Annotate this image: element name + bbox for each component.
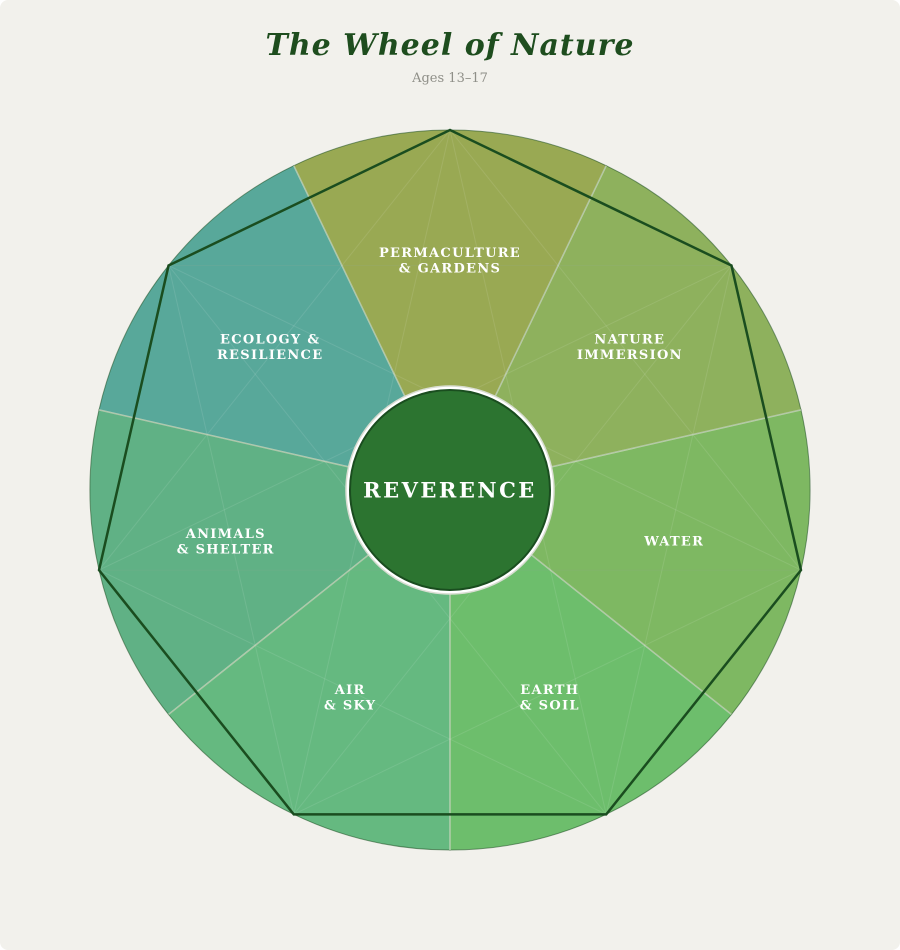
center-label: REVERENCE <box>363 478 537 503</box>
lattice-line <box>449 129 802 571</box>
page-title: The Wheel of Nature <box>265 28 635 63</box>
heptagon-outline <box>97 128 803 816</box>
segment-label-line: & GARDENS <box>399 261 501 276</box>
wheel-dividers <box>98 165 802 850</box>
segment-label: WATER <box>643 535 704 550</box>
segment-label-line: & SKY <box>324 698 376 713</box>
segment-label-line: WATER <box>643 535 704 550</box>
segment-label-line: IMMERSION <box>577 348 683 363</box>
wheel-segments <box>89 129 811 851</box>
lattice-line <box>605 265 732 815</box>
segment-label: EARTH& SOIL <box>520 683 580 714</box>
segment-divider <box>293 165 408 401</box>
segment-label-line: & SHELTER <box>177 542 275 557</box>
segment-label: PERMACULTURE& GARDENS <box>379 246 521 277</box>
segment-label-line: AIR <box>334 683 366 698</box>
segment-divider <box>492 165 607 401</box>
lattice-line <box>98 569 607 815</box>
center-circle <box>349 389 551 591</box>
segment-label: AIR& SKY <box>324 683 376 714</box>
segment-label-line: ANIMALS <box>185 527 266 542</box>
segment-divider <box>168 551 373 716</box>
segment-divider <box>98 409 353 469</box>
lattice-line <box>293 569 802 815</box>
segment-label: ANIMALS& SHELTER <box>177 527 275 558</box>
segment-label-line: ECOLOGY & <box>220 332 320 347</box>
segment-divider <box>527 551 732 716</box>
segment-label-line: PERMACULTURE <box>379 246 521 261</box>
segment-label-line: NATURE <box>594 332 665 347</box>
page-subtitle: Ages 13–17 <box>412 71 488 86</box>
lattice-line <box>168 265 295 815</box>
segment-label: ECOLOGY &RESILIENCE <box>217 332 323 363</box>
segment-label-line: RESILIENCE <box>217 348 323 363</box>
segment-divider <box>547 409 802 469</box>
segment-label-line: & SOIL <box>520 698 580 713</box>
lattice-line <box>98 129 451 571</box>
segment-label-line: EARTH <box>520 683 579 698</box>
